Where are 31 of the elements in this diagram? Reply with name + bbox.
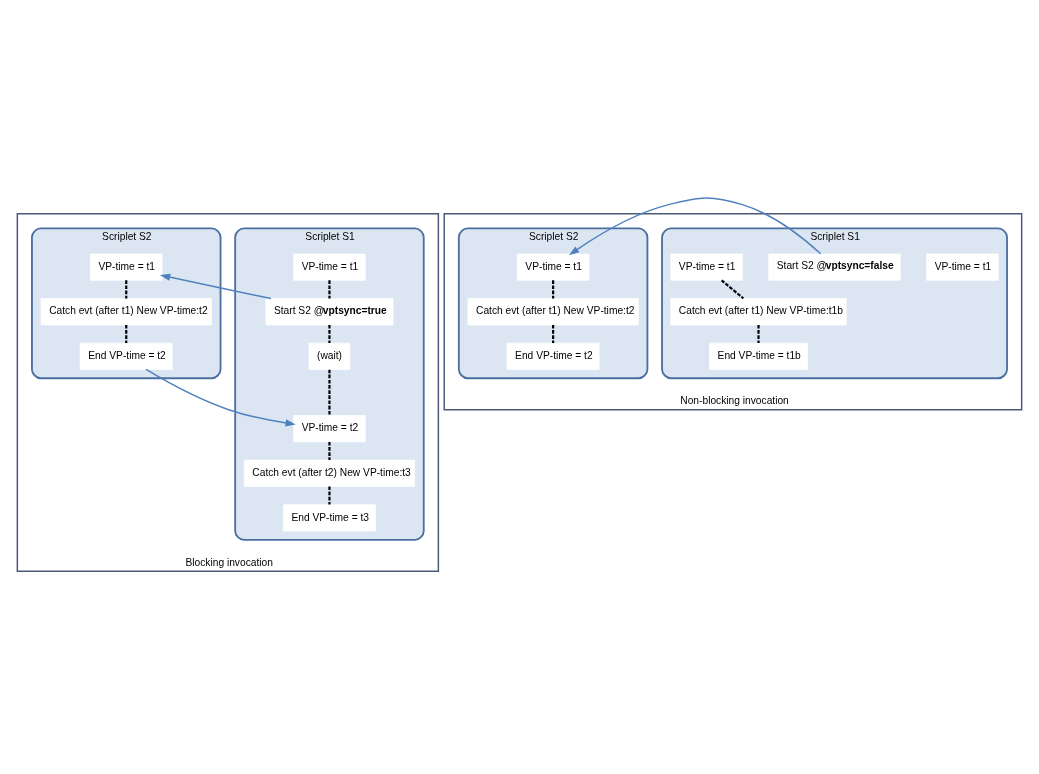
- connector: [757, 324, 760, 343]
- node-box: End VP-time = t2: [506, 342, 600, 370]
- arrow: [159, 273, 272, 299]
- node-box: Catch evt (after t1) New VP-time:t2: [40, 297, 212, 325]
- node-box: End VP-time = t3: [283, 503, 376, 531]
- node-box: End VP-time = t1b: [709, 342, 808, 370]
- node-box: Start S2 @vptsync=true: [265, 297, 394, 325]
- node-box: VP-time = t1: [516, 253, 590, 281]
- node-box: (wait): [308, 342, 351, 370]
- node-box: VP-time = t1: [90, 253, 163, 281]
- connector: [720, 279, 745, 299]
- node-box: VP-time = t2: [293, 414, 366, 442]
- node-box: VP-time = t1: [670, 253, 743, 281]
- connector: [328, 441, 331, 460]
- node-box: Start S2 @vptsync=false: [768, 253, 901, 281]
- connector: [125, 324, 128, 343]
- node-box: Catch evt (after t2) New VP-time:t3: [243, 459, 415, 487]
- connector: [328, 279, 331, 298]
- node-box: VP-time = t1: [926, 253, 999, 281]
- connector: [328, 324, 331, 343]
- arrow: [568, 196, 822, 255]
- connector: [552, 279, 555, 298]
- connector: [552, 324, 555, 343]
- connector: [328, 369, 331, 415]
- node-box: VP-time = t1: [293, 253, 366, 281]
- arrow: [145, 368, 296, 426]
- connector: [328, 486, 331, 505]
- connector: [125, 279, 128, 298]
- node-box: Catch evt (after t1) New VP-time:t1b: [670, 297, 847, 325]
- node-box: Catch evt (after t1) New VP-time:t2: [467, 297, 639, 325]
- node-box: End VP-time = t2: [79, 342, 173, 370]
